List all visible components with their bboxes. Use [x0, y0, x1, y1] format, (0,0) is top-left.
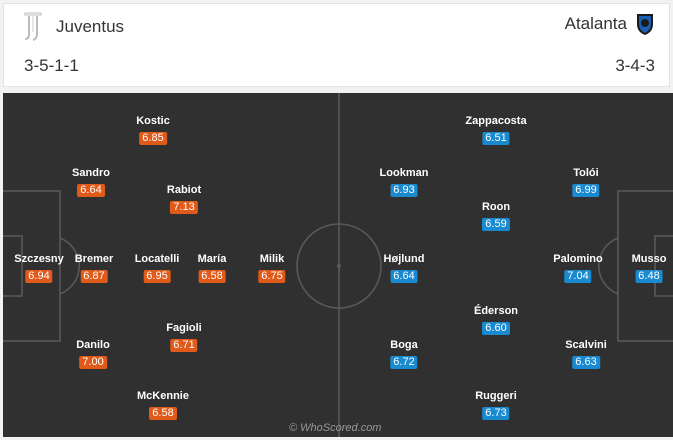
away-formation: 3-4-3 — [615, 56, 655, 75]
atalanta-logo-icon — [637, 14, 653, 35]
away-team[interactable]: Atalanta — [565, 12, 655, 36]
player-rating: 6.95 — [143, 270, 171, 283]
pitch-lines — [3, 93, 673, 437]
away-team-name: Atalanta — [564, 14, 627, 33]
player-roon[interactable]: Roon 6.59 — [482, 201, 510, 231]
player-rating: 6.58 — [149, 407, 177, 420]
player-rating: 6.72 — [390, 356, 418, 369]
player-maria[interactable]: María 6.58 — [197, 253, 227, 283]
player-name: Roon — [481, 201, 511, 213]
player-name: Locatelli — [134, 253, 180, 265]
player-boga[interactable]: Boga 6.72 — [390, 339, 418, 369]
pitch: Kostic 6.85 Sandro 6.64 Rabiot 7.13 Szcz… — [3, 93, 673, 437]
player-rating: 6.58 — [198, 270, 226, 283]
player-rating: 6.64 — [77, 184, 105, 197]
juventus-logo-icon — [24, 12, 42, 41]
player-rating: 6.94 — [25, 270, 53, 283]
player-name: Sandro — [72, 167, 110, 179]
player-name: Tolói — [573, 167, 599, 179]
player-name: Zappacosta — [465, 115, 527, 127]
player-name: Danilo — [76, 339, 110, 351]
player-rating: 6.71 — [170, 339, 198, 352]
player-name: Scalvini — [565, 339, 607, 351]
player-kostic[interactable]: Kostic 6.85 — [136, 115, 170, 145]
player-mckennie[interactable]: McKennie 6.58 — [137, 390, 189, 420]
player-name: Kostic — [136, 115, 170, 127]
player-name: Éderson — [473, 305, 519, 317]
player-bremer[interactable]: Bremer 6.87 — [74, 253, 114, 283]
player-scalvini[interactable]: Scalvini 6.63 — [565, 339, 607, 369]
player-milik[interactable]: Milik 6.75 — [258, 253, 286, 283]
player-ruggeri[interactable]: Ruggeri 6.73 — [475, 390, 517, 420]
home-formation: 3-5-1-1 — [24, 56, 79, 75]
player-rating: 7.04 — [564, 270, 592, 283]
player-locatelli[interactable]: Locatelli 6.95 — [134, 253, 180, 283]
player-rating: 6.99 — [572, 184, 600, 197]
player-danilo[interactable]: Danilo 7.00 — [76, 339, 110, 369]
player-hojlund[interactable]: Højlund 6.64 — [383, 253, 425, 283]
player-name: McKennie — [137, 390, 189, 402]
player-name: Rabiot — [166, 184, 202, 196]
home-team[interactable]: Juventus — [22, 12, 124, 42]
player-rating: 6.73 — [482, 407, 510, 420]
player-rating: 6.60 — [482, 322, 510, 335]
player-fagioli[interactable]: Fagioli 6.71 — [166, 322, 202, 352]
player-rating: 6.64 — [390, 270, 418, 283]
player-rating: 6.93 — [390, 184, 418, 197]
player-szczesny[interactable]: Szczesny 6.94 — [14, 253, 64, 283]
player-rating: 6.87 — [80, 270, 108, 283]
home-team-name: Juventus — [56, 17, 125, 36]
player-ederson[interactable]: Éderson 6.60 — [474, 305, 518, 335]
player-sandro[interactable]: Sandro 6.64 — [72, 167, 110, 197]
player-name: Palomino — [553, 253, 603, 265]
player-name: Bremer — [74, 253, 114, 265]
player-name: Szczesny — [14, 253, 64, 265]
player-name: Højlund — [383, 253, 425, 265]
player-name: Boga — [390, 339, 418, 351]
player-toloi[interactable]: Tolói 6.99 — [572, 167, 600, 197]
player-name: Fagioli — [166, 322, 202, 334]
player-rating: 6.48 — [635, 270, 663, 283]
player-musso[interactable]: Musso 6.48 — [631, 253, 667, 283]
player-name: Lookman — [379, 167, 429, 179]
player-rating: 6.75 — [258, 270, 286, 283]
player-zappacosta[interactable]: Zappacosta 6.51 — [465, 115, 527, 145]
player-name: María — [197, 253, 227, 265]
player-lookman[interactable]: Lookman 6.93 — [379, 167, 429, 197]
player-rating: 6.85 — [139, 132, 167, 145]
match-header: Juventus 3-5-1-1 Atalanta 3-4-3 — [3, 3, 670, 87]
player-palomino[interactable]: Palomino 7.04 — [553, 253, 603, 283]
watermark: © WhoScored.com — [289, 422, 382, 434]
player-rabiot[interactable]: Rabiot 7.13 — [167, 184, 201, 214]
player-rating: 6.59 — [482, 218, 510, 231]
player-name: Ruggeri — [475, 390, 517, 402]
player-rating: 7.13 — [170, 201, 198, 214]
player-name: Milik — [259, 253, 285, 265]
player-rating: 6.51 — [482, 132, 510, 145]
player-rating: 6.63 — [572, 356, 600, 369]
player-name: Musso — [631, 253, 667, 265]
player-rating: 7.00 — [79, 356, 107, 369]
